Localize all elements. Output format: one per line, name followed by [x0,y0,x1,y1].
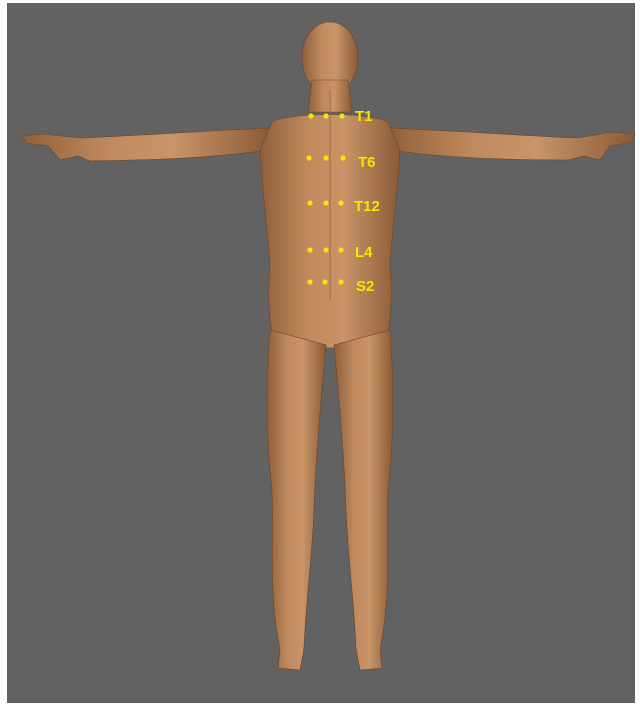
marker-dot [307,247,312,252]
marker-dot [338,247,343,252]
marker-dot [323,113,328,118]
body-silhouette [22,22,635,670]
marker-dot [338,279,343,284]
marker-dot [340,155,345,160]
marker-dot [323,155,328,160]
marker-dot [307,279,312,284]
marker-dot [323,200,328,205]
marker-dot [339,113,344,118]
marker-dot [308,113,313,118]
marker-label-l4: L4 [355,244,373,261]
marker-dot [307,200,312,205]
marker-label-t1: T1 [355,108,373,125]
left-leg [267,330,326,670]
marker-label-t12: T12 [354,198,380,215]
right-leg [334,330,393,670]
marker-dot [323,247,328,252]
marker-dot [306,155,311,160]
right-arm [386,128,635,160]
marker-label-s2: S2 [356,278,374,295]
marker-dot [322,279,327,284]
left-arm [22,128,272,161]
marker-label-t6: T6 [358,154,376,171]
marker-dot [338,200,343,205]
